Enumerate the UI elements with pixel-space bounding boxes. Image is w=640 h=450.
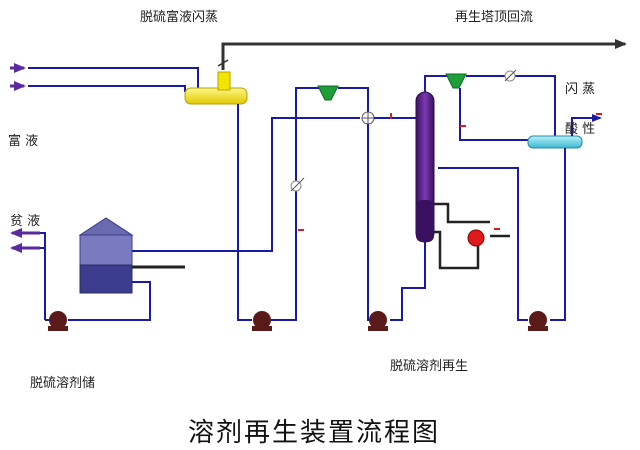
filter-cone-icon (317, 85, 339, 101)
regeneration-column-icon (415, 91, 435, 243)
pump-icon (48, 311, 68, 331)
label-flash-steam: 闪 蒸 (565, 82, 596, 97)
label-lean-liquid: 贫 液 (10, 214, 41, 229)
reboiler-loop (434, 202, 510, 270)
label-acid-gas: 酸 性 (565, 122, 596, 137)
valve-icon (290, 177, 305, 192)
storage-tank-icon (78, 217, 185, 294)
valve-icon (504, 69, 517, 82)
filter-cone-icon (445, 73, 467, 89)
flash-to-pump2-line (237, 104, 252, 321)
exchanger-valve-icon (361, 111, 375, 125)
pump-icon (528, 311, 548, 331)
pump-icon (252, 311, 272, 331)
pump-icon (368, 311, 388, 331)
label-regen-top-reflux: 再生塔顶回流 (455, 10, 534, 25)
diagram-title: 溶剂再生装置流程图 (188, 418, 441, 448)
label-rich-liquid: 富 液 (8, 134, 39, 149)
label-desulf-rich-flash: 脱硫富液闪蒸 (140, 10, 219, 25)
column-top-line (424, 75, 448, 92)
flash-drum-icon (184, 59, 248, 105)
reflux-drum-icon (527, 135, 583, 149)
pump2-discharge-line (271, 87, 326, 321)
flash-gas-line (221, 39, 627, 70)
label-desulf-solvent-regen: 脱硫溶剂再生 (390, 359, 469, 374)
heat-exchanger-icon (467, 229, 485, 247)
tank-inlet-line (132, 117, 360, 252)
rich-liquid-inlets (10, 63, 199, 92)
tank-bottom-line (68, 281, 151, 321)
lean-liquid-outlets (10, 228, 46, 320)
label-desulf-solvent-storage: 脱硫溶剂储 (30, 376, 96, 391)
